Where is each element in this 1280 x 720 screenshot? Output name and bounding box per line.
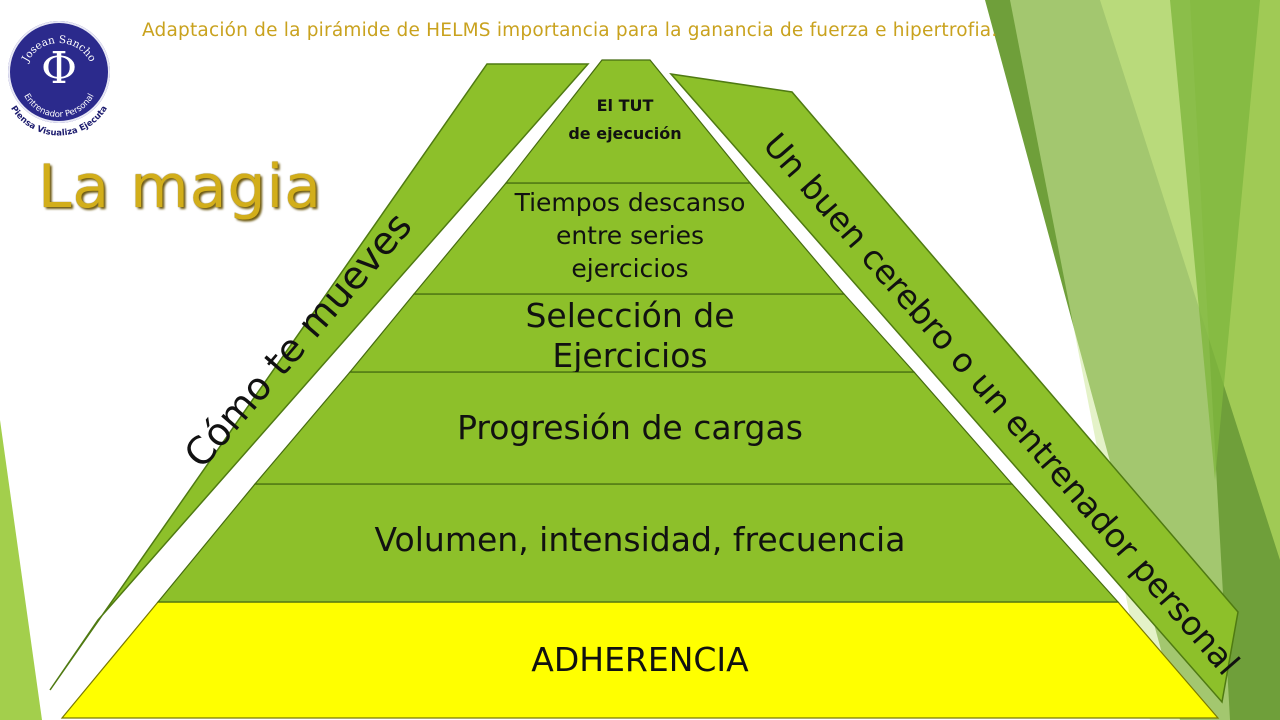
slide-header-title: Adaptación de la pirámide de HELMS impor… <box>142 20 998 41</box>
svg-text:Piensa Visualiza Ejecuta: Piensa Visualiza Ejecuta <box>8 104 110 138</box>
main-title: La magia <box>38 152 323 222</box>
tier-tiempos-line2: entre series <box>555 221 705 250</box>
svg-text:Josean Sancho: Josean Sancho <box>19 34 98 65</box>
phi-symbol-icon: Φ <box>40 43 78 94</box>
logo-tagline: Piensa Visualiza Ejecuta <box>8 104 110 138</box>
tier-tut <box>504 59 752 184</box>
logo-bottom-text: Entrenador Personal <box>21 92 96 120</box>
tier-adherencia-label: ADHERENCIA <box>531 640 749 679</box>
tier-seleccion-line1: Selección de <box>525 296 735 335</box>
svg-text:Entrenador Personal: Entrenador Personal <box>21 92 96 120</box>
tier-tut-label: El TUT de ejecución <box>540 92 710 148</box>
logo-top-text: Josean Sancho <box>19 34 98 65</box>
tier-seleccion-label: Selección de Ejercicios <box>420 296 840 372</box>
tier-progresion-label: Progresión de cargas <box>457 408 803 447</box>
logo: Φ Josean Sancho Entrenador Personal Pien… <box>0 20 118 138</box>
left-band <box>49 63 590 691</box>
bg-shape-right-mid <box>1170 0 1260 480</box>
tier-tut-line2: de ejecución <box>568 124 682 143</box>
tier-tiempos-line1: Tiempos descanso <box>514 188 746 217</box>
tier-tiempos-line3: ejercicios <box>571 254 689 283</box>
bg-shape-left <box>0 420 42 720</box>
logo-disc <box>8 21 110 123</box>
right-band <box>669 72 1239 704</box>
logo-ring-text: Josean Sancho Entrenador Personal Piensa… <box>8 34 110 138</box>
tier-seleccion-line2: Ejercicios <box>552 336 708 372</box>
tier-tiempos-label: Tiempos descanso entre series ejercicios <box>470 186 790 285</box>
tier-tut-line1: El TUT <box>596 96 654 115</box>
tier-volumen-label: Volumen, intensidad, frecuencia <box>374 520 906 559</box>
